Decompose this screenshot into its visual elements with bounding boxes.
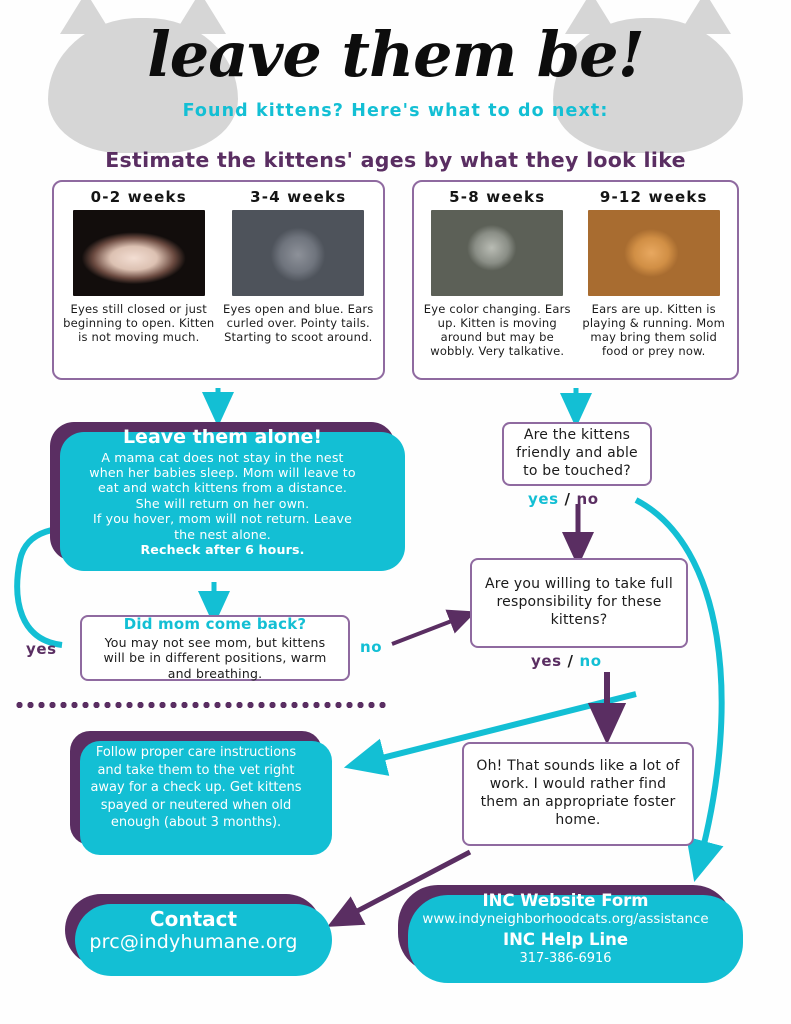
- follow-care-box: Follow proper care instructions and take…: [70, 731, 332, 855]
- friendly-question-text: Are the kittens friendly and able to be …: [516, 427, 638, 479]
- age-group-young: 0-2 weeks Eyes still closed or just begi…: [52, 180, 385, 380]
- age-card-3-4-weeks: 3-4 weeks Eyes open and blue. Ears curle…: [222, 188, 376, 370]
- dotted-divider: [14, 702, 386, 708]
- contact-email[interactable]: prc@indyhumane.org: [89, 931, 298, 953]
- did-mom-body: You may not see mom, but kittens will be…: [103, 634, 327, 681]
- foster-home-box: Oh! That sounds like a lot of work. I wo…: [462, 742, 694, 846]
- kitten-photo-3-4-weeks: [232, 210, 365, 296]
- age-description: Ears are up. Kitten is playing & running…: [582, 302, 726, 359]
- did-mom-come-back-box: Did mom come back? You may not see mom, …: [80, 615, 350, 681]
- kitten-photo-9-12-weeks: [587, 210, 720, 296]
- age-description: Eyes still closed or just beginning to o…: [63, 302, 215, 345]
- contact-heading: Contact: [149, 907, 238, 931]
- age-label: 3-4 weeks: [250, 188, 347, 206]
- contact-box[interactable]: Contact prc@indyhumane.org: [65, 894, 332, 976]
- age-card-0-2-weeks: 0-2 weeks Eyes still closed or just begi…: [62, 188, 216, 370]
- leave-them-alone-box: Leave them alone! A mama cat does not st…: [50, 422, 405, 571]
- leave-alone-line-2: when her babies sleep. Mom will leave to: [89, 465, 356, 481]
- age-card-9-12-weeks: 9-12 weeks Ears are up. Kitten is playin…: [579, 188, 730, 370]
- age-description: Eye color changing. Ears up. Kitten is m…: [423, 302, 571, 359]
- age-label: 0-2 weeks: [90, 188, 187, 206]
- inc-website-url[interactable]: www.indyneighborhoodcats.org/assistance: [422, 912, 709, 928]
- age-label: 9-12 weeks: [599, 188, 708, 206]
- follow-care-body: Follow proper care instructions and take…: [90, 745, 302, 831]
- age-label: 5-8 weeks: [449, 188, 546, 206]
- did-mom-content: Did mom come back? You may not see mom, …: [92, 615, 338, 682]
- responsibility-question-text: Are you willing to take full responsibil…: [485, 576, 673, 628]
- cat-silhouette-icon-left: [48, 0, 238, 153]
- did-mom-yes-label: yes: [26, 640, 57, 658]
- kitten-photo-0-2-weeks: [72, 210, 205, 296]
- leave-alone-headline: Leave them alone!: [122, 425, 323, 448]
- responsibility-separator: /: [567, 652, 574, 670]
- page-title: leave them be!: [147, 18, 645, 91]
- leave-alone-line-4: She will return on her own.: [135, 495, 310, 511]
- leave-alone-line-5: If you hover, mom will not return. Leave: [92, 511, 352, 527]
- leave-alone-line-1: A mama cat does not stay in the nest: [101, 449, 344, 465]
- inc-website-form-box[interactable]: INC Website Form www.indyneighborhoodcat…: [398, 885, 743, 983]
- section-heading: Estimate the kittens' ages by what they …: [105, 148, 686, 172]
- inc-phone-number[interactable]: 317-386-6916: [519, 950, 612, 966]
- responsibility-yes-text: yes: [531, 652, 562, 670]
- did-mom-yes-text: yes: [26, 640, 57, 658]
- age-card-5-8-weeks: 5-8 weeks Eye color changing. Ears up. K…: [422, 188, 573, 370]
- leave-alone-line-6: the nest alone.: [174, 526, 271, 542]
- friendly-yes-text: yes: [528, 490, 559, 508]
- leave-alone-recheck: Recheck after 6 hours.: [140, 541, 305, 557]
- friendly-separator: /: [564, 490, 571, 508]
- responsibility-yesno-labels: yes / no: [531, 652, 602, 670]
- friendly-question-box: Are the kittens friendly and able to be …: [502, 422, 652, 486]
- foster-home-text: Oh! That sounds like a lot of work. I wo…: [476, 758, 680, 828]
- did-mom-no-text: no: [360, 638, 383, 656]
- did-mom-no-label: no: [360, 638, 382, 656]
- cat-silhouette-icon-right: [553, 0, 743, 153]
- did-mom-title: Did mom come back?: [123, 614, 307, 633]
- leave-alone-body: A mama cat does not stay in the nest whe…: [89, 450, 355, 558]
- arrow-did-mom-no-to-responsibility: [391, 609, 477, 646]
- friendly-yesno-labels: yes / no: [528, 490, 599, 508]
- page-subtitle: Found kittens? Here's what to do next:: [182, 101, 609, 121]
- friendly-no-text: no: [576, 490, 599, 508]
- inc-form-heading: INC Website Form: [482, 891, 649, 911]
- responsibility-no-text: no: [579, 652, 602, 670]
- responsibility-question-box: Are you willing to take full responsibil…: [470, 558, 688, 648]
- age-description: Eyes open and blue. Ears curled over. Po…: [223, 302, 374, 345]
- age-group-older: 5-8 weeks Eye color changing. Ears up. K…: [412, 180, 739, 380]
- inc-helpline-heading: INC Help Line: [502, 929, 629, 949]
- kitten-photo-5-8-weeks: [431, 210, 564, 296]
- leave-alone-line-3: eat and watch kittens from a distance.: [97, 480, 347, 496]
